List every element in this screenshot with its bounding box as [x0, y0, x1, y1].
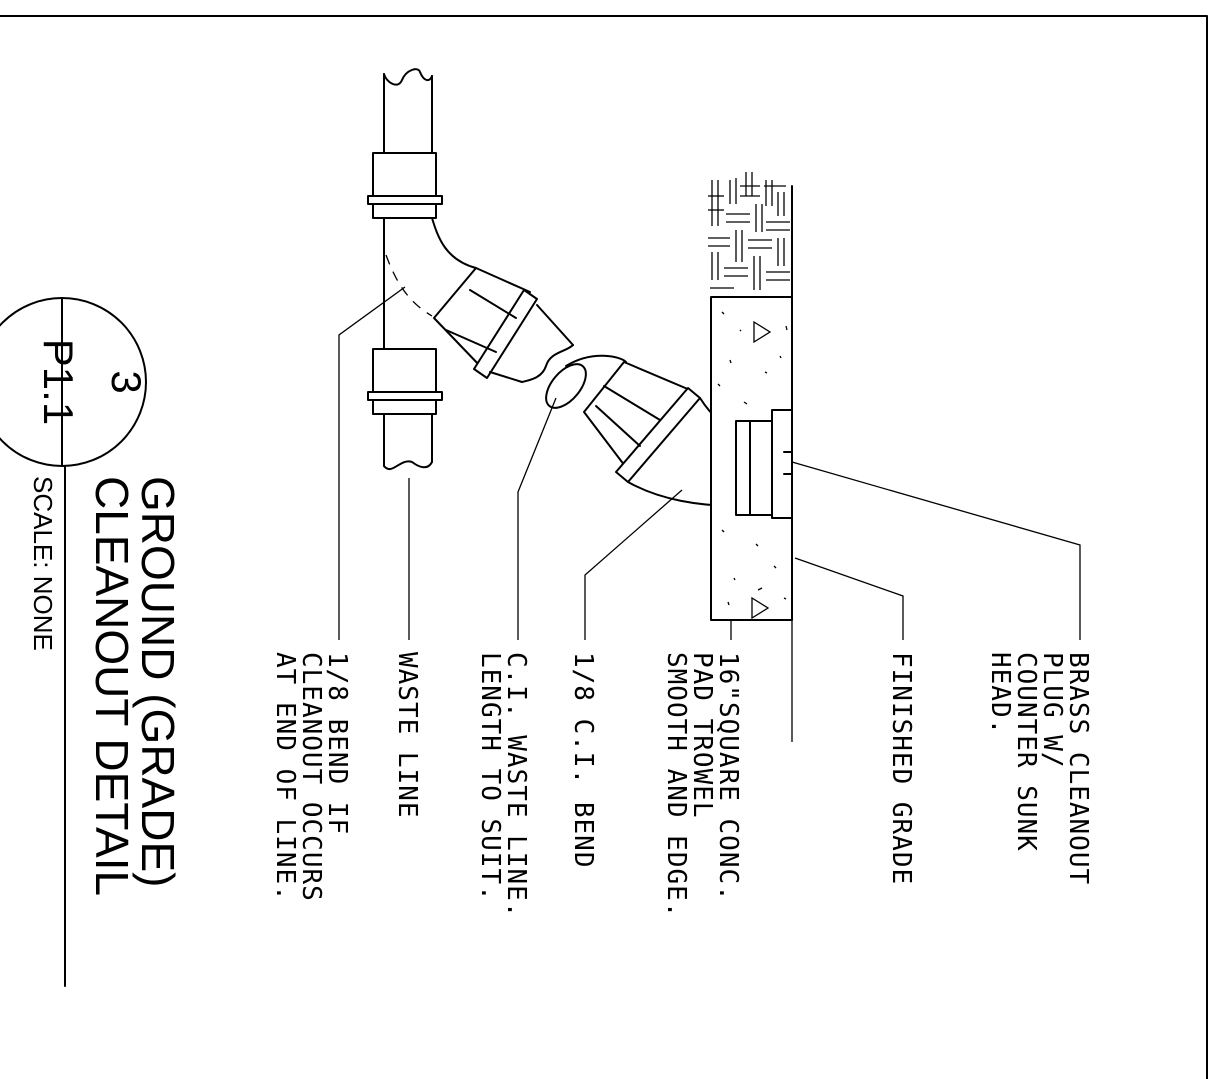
note-line: FINISHED GRADE — [886, 652, 916, 885]
waste-pipe — [367, 68, 477, 471]
note-line: C.I. WASTE LINE. — [501, 652, 531, 918]
note-finished-grade: FINISHED GRADE — [886, 652, 916, 885]
title-line-2: CLEANOUT DETAIL — [86, 476, 138, 896]
note-line: CLEANOUT OCCURS — [296, 652, 326, 902]
note-line: SMOOTH AND EDGE. — [661, 652, 691, 918]
note-line: PLUG W/ — [1037, 652, 1067, 769]
note-line: AT END OF LINE. — [270, 652, 300, 902]
scale-note: SCALE: NONE — [28, 476, 58, 651]
note-line: 1/8 BEND IF — [322, 652, 352, 835]
ci-waste-line-segment — [433, 267, 627, 409]
note-line: COUNTER SUNK — [1011, 652, 1041, 852]
note-ci-bend: 1/8 C.I. BEND — [568, 652, 598, 869]
note-line: BRASS CLEANOUT — [1063, 652, 1093, 885]
note-waste-line: WASTE LINE — [392, 652, 422, 819]
note-eighth-bend: 1/8 BEND IF CLEANOUT OCCURS AT END OF LI… — [270, 652, 352, 902]
detail-number: 3 — [103, 370, 150, 393]
sheet-border — [0, 15, 1208, 1079]
svg-text:SCALE: NONE: SCALE: NONE — [28, 476, 58, 651]
note-concrete-pad: 16"SQUARE CONC. PAD TROWEL SMOOTH AND ED… — [661, 652, 743, 918]
detail-title: GROUND (GRADE) CLEANOUT DETAIL — [86, 476, 184, 896]
leader-lines — [338, 286, 1081, 742]
note-line: WASTE LINE — [392, 652, 422, 819]
finished-grade-hatch — [708, 172, 793, 298]
sheet-number: P1.1 — [35, 339, 82, 425]
note-line: HEAD. — [985, 652, 1015, 735]
note-line: 16"SQUARE CONC. — [713, 652, 743, 902]
detail-bubble: 3 P1.1 — [0, 297, 150, 467]
title-line-1: GROUND (GRADE) — [132, 476, 184, 887]
cleanout-plug-and-pad — [710, 296, 793, 621]
note-line: 1/8 C.I. BEND — [568, 652, 598, 869]
note-line: PAD TROWEL — [687, 652, 717, 819]
note-ci-waste-line-length: C.I. WASTE LINE. LENGTH TO SUIT. — [475, 652, 531, 918]
note-line: LENGTH TO SUIT. — [475, 652, 505, 902]
note-brass-cleanout-plug: BRASS CLEANOUT PLUG W/ COUNTER SUNK HEAD… — [985, 652, 1093, 885]
